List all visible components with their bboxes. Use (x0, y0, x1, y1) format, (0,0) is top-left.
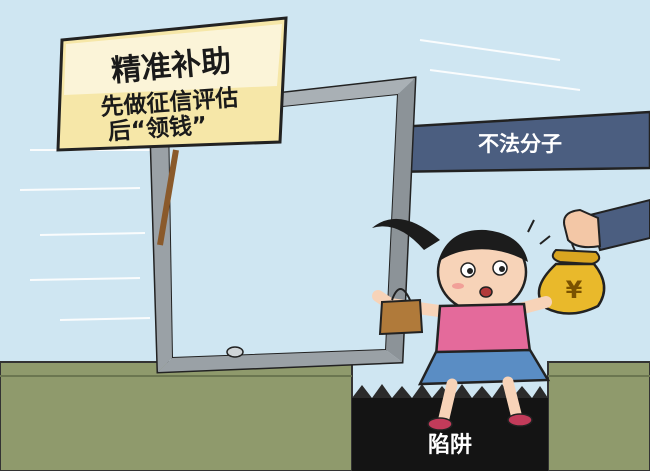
money-bag-icon (537, 243, 606, 315)
money-bag-symbol: ¥ (566, 276, 583, 304)
money-hand (563, 198, 650, 252)
falling-woman (372, 218, 552, 431)
ground (0, 361, 650, 471)
sign-board (56, 16, 288, 246)
criminals-label: 不法分子 (478, 132, 562, 156)
trap-pit (352, 384, 548, 471)
trap-label: 陷阱 (428, 433, 472, 458)
